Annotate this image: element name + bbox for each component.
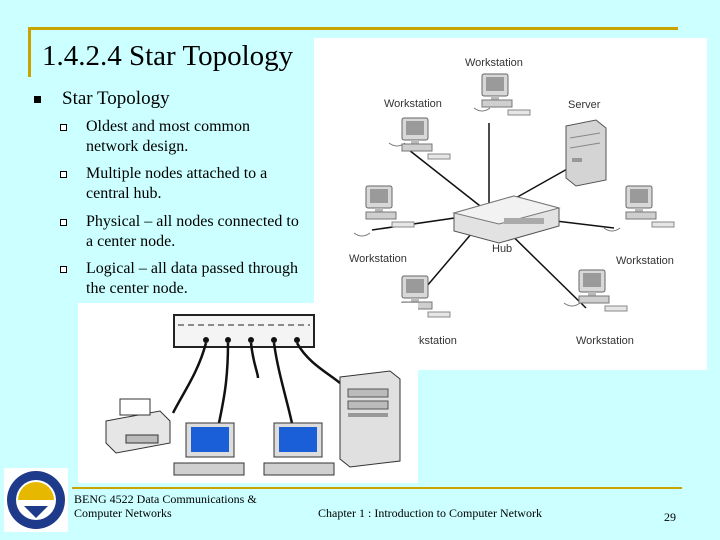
bullet-square-icon: [34, 96, 41, 103]
sub-bullet-4: Logical – all data passed through the ce…: [86, 260, 298, 297]
workstation-label-left: Workstation: [349, 253, 407, 265]
workstation-right: Workstation: [616, 185, 675, 267]
slide-title: 1.4.2.4 Star Topology: [42, 40, 294, 72]
frame-top-line: [28, 27, 678, 30]
hub-device: [173, 314, 315, 348]
workstation-left: Workstation: [349, 185, 415, 265]
workstation-top: Workstation: [465, 57, 531, 116]
sub-bullet-1: Oldest and most common network design.: [86, 118, 250, 155]
workstation-label-upper-left: Workstation: [384, 98, 442, 110]
workstation-label-right: Workstation: [616, 255, 674, 267]
tower-server: [339, 370, 401, 468]
main-bullet-text: Star Topology: [62, 88, 170, 109]
sub-bullet-icon: [60, 266, 67, 273]
sub-bullet-icon: [60, 219, 67, 226]
frame-bottom-line: [72, 487, 682, 489]
sub-bullet-3: Physical – all nodes connected to a cent…: [86, 213, 299, 250]
workstation-upper-left: Workstation: [384, 98, 451, 160]
frame-left-line: [28, 27, 31, 77]
hub-label: Hub: [492, 243, 512, 255]
workstation-bottom-right: Workstation: [576, 269, 634, 347]
workstation-label-top: Workstation: [465, 57, 523, 69]
sub-bullet-2: Multiple nodes attached to a central hub…: [86, 165, 268, 202]
sub-bullet-icon: [60, 124, 67, 131]
page-number: 29: [664, 510, 676, 524]
workstation-label-bottom-right: Workstation: [576, 335, 634, 347]
sub-bullet-icon: [60, 171, 67, 178]
hub: Hub: [452, 195, 561, 255]
printer: [105, 398, 171, 454]
computer-1: [173, 422, 245, 476]
hub-devices-diagram: [78, 303, 418, 483]
server-label: Server: [568, 99, 601, 111]
server: Server: [565, 99, 607, 187]
university-logo: [4, 468, 68, 532]
footer-course: BENG 4522 Data Communications & Computer…: [74, 492, 257, 520]
footer-chapter: Chapter 1 : Introduction to Computer Net…: [318, 506, 542, 520]
computer-2: [263, 422, 335, 476]
